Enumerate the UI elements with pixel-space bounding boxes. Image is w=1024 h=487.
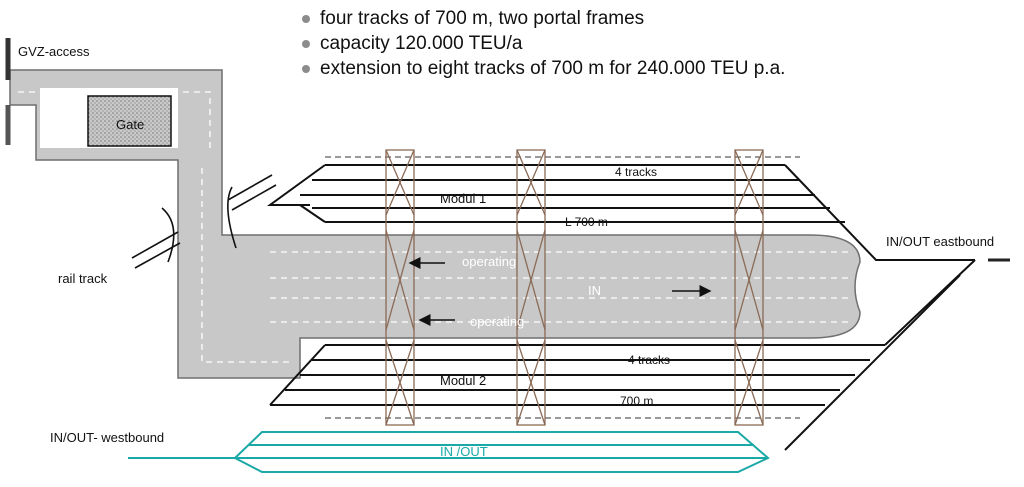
gvz-access-marker: GVZ-access	[5, 38, 90, 145]
portal-frame	[385, 149, 415, 426]
road-markings	[18, 91, 850, 363]
in-label: IN	[588, 283, 601, 298]
modul1-tracks-label: 4 tracks	[615, 165, 657, 179]
modul1-length-label: L 700 m	[565, 215, 608, 229]
road-body	[9, 69, 861, 379]
gvz-access-label: GVZ-access	[18, 44, 90, 59]
portal-frame	[734, 149, 764, 426]
gate-label: Gate	[116, 117, 144, 132]
modul2-label: Modul 2	[440, 373, 486, 388]
feature-item: four tracks of 700 m, two portal frames	[300, 6, 785, 31]
westbound-label: IN/OUT- westbound	[50, 430, 164, 445]
road-network: Gate	[9, 69, 861, 379]
operating-label-top: operating	[462, 254, 516, 269]
modul2-tracks-label: 4 tracks	[628, 353, 670, 367]
eastbound-label: IN/OUT eastbound	[886, 234, 994, 249]
modul2-length-label: 700 m	[620, 394, 653, 408]
rail-track-lines	[131, 174, 277, 269]
feature-item: capacity 120.000 TEU/a	[300, 31, 785, 56]
modul1-label: Modul 1	[440, 191, 486, 206]
in-out-label: IN /OUT	[440, 444, 488, 459]
portal-frame	[516, 149, 546, 426]
feature-item: extension to eight tracks of 700 m for 2…	[300, 56, 785, 81]
gate-building	[87, 95, 172, 147]
feature-list: four tracks of 700 m, two portal frames …	[300, 6, 785, 81]
rail-track-label: rail track	[58, 271, 108, 286]
portal-frames	[385, 149, 764, 426]
operating-label-bottom: operating	[470, 314, 524, 329]
westbound-tracks	[128, 431, 770, 473]
